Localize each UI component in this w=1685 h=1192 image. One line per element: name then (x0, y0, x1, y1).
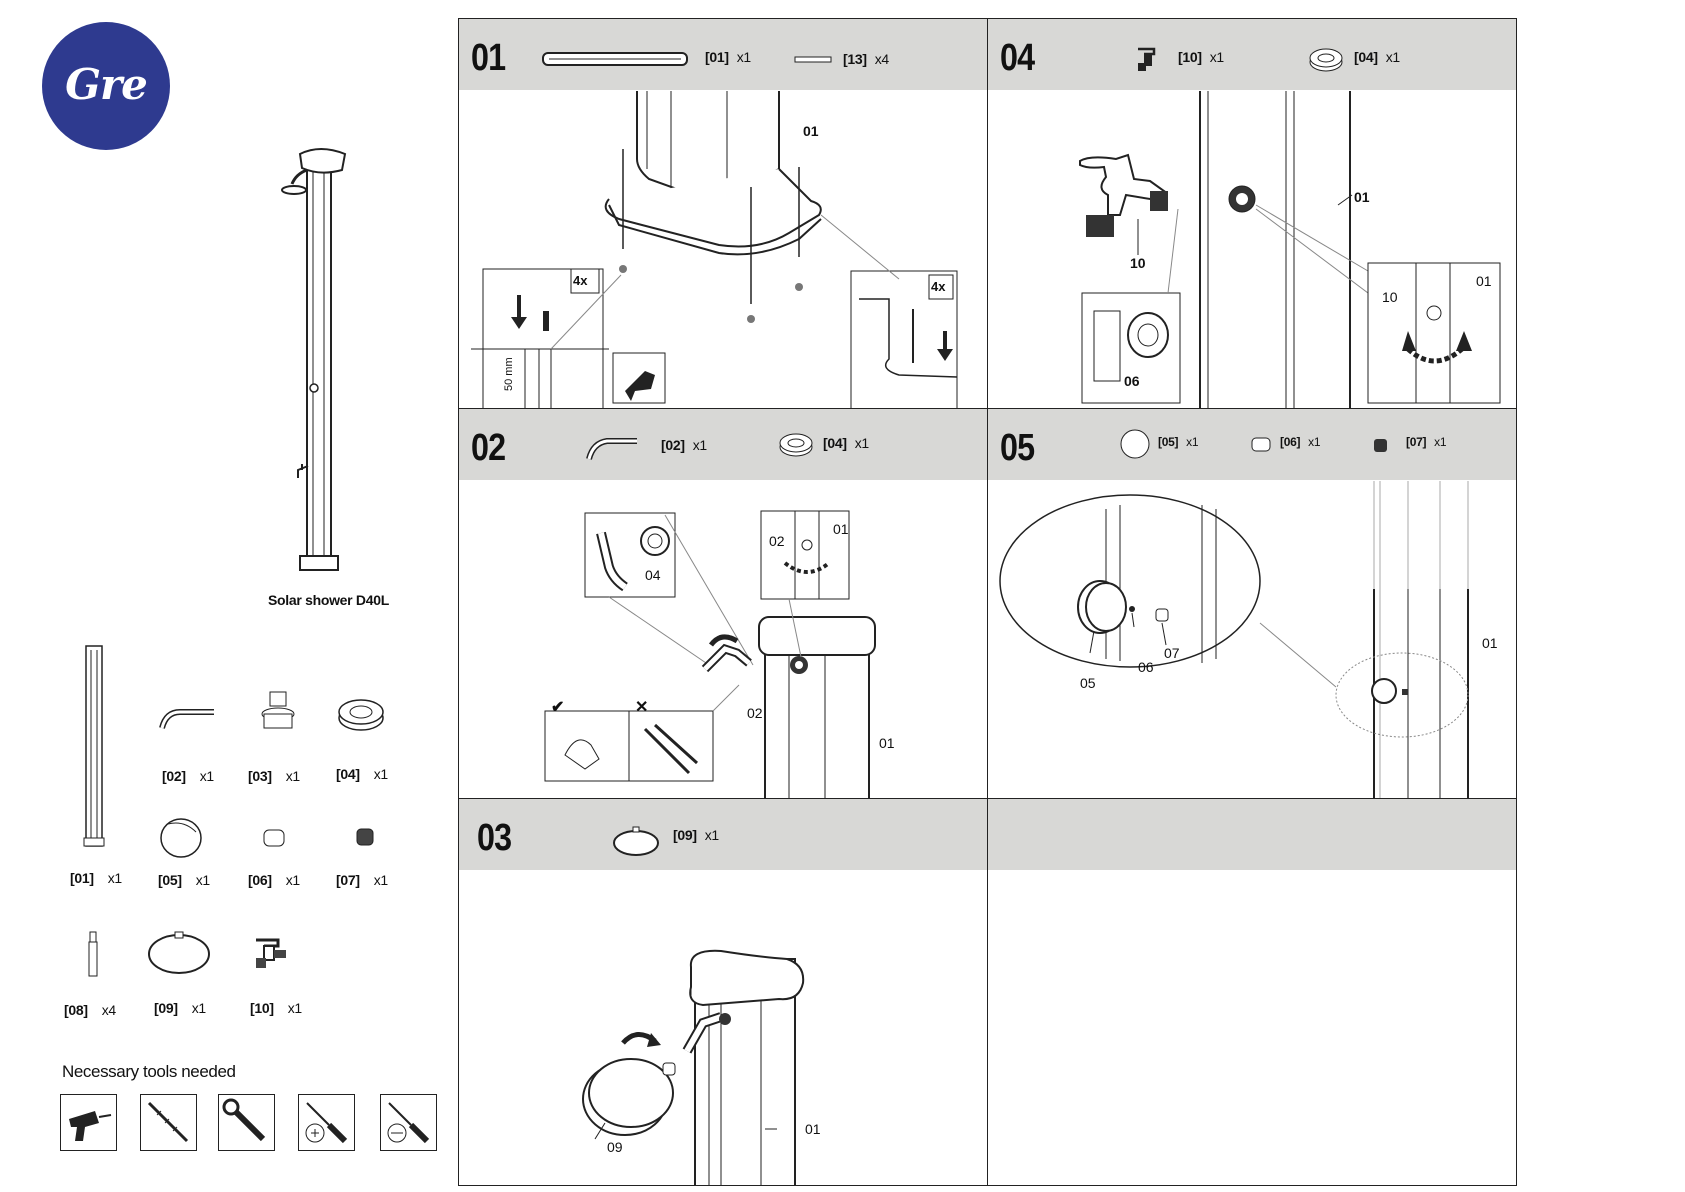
step-04-tap-diagram (988, 19, 1517, 409)
part-label-07: [07]x1 (336, 872, 388, 888)
step-04-callout-06: 06 (1124, 373, 1140, 389)
solar-shower-illustration (280, 148, 350, 578)
step-01-callout-part: 01 (803, 123, 819, 139)
part-label-02: [02]x1 (162, 768, 214, 784)
step-04-callout-10b: 10 (1382, 289, 1398, 305)
step-04-callout-01b: 01 (1476, 273, 1492, 289)
drill-icon (60, 1094, 117, 1151)
part-10-illustration (250, 934, 290, 974)
step-02-ok-mark: ✔ (551, 697, 564, 717)
step-02-callout-02a: 02 (769, 533, 785, 549)
step-03-showerhead-diagram (459, 799, 988, 1186)
step-05-callout-05: 05 (1080, 675, 1096, 691)
part-label-10: [10]x1 (250, 1000, 302, 1016)
part-label-03: [03]x1 (248, 768, 300, 784)
part-07-illustration (354, 826, 376, 848)
step-04-callout-10a: 10 (1130, 255, 1146, 271)
step-02-callout-01b: 01 (879, 735, 895, 751)
part-06-illustration (260, 826, 288, 850)
part-label-04: [04]x1 (336, 766, 388, 782)
empty-panel (987, 798, 1517, 1186)
part-05-illustration (158, 816, 204, 860)
part-09-illustration (146, 930, 212, 976)
step-02-panel: 02 [02]x1 [04]x1 ✔ ✕ 0 (458, 408, 988, 799)
part-03-illustration (258, 690, 298, 736)
step-02-callout-04: 04 (645, 567, 661, 583)
wrench-icon (218, 1094, 275, 1151)
part-label-09: [09]x1 (154, 1000, 206, 1016)
step-01-base-diagram (459, 19, 988, 409)
step-05-callout-06: 06 (1138, 659, 1154, 675)
flat-screwdriver-icon (380, 1094, 437, 1151)
part-label-08: [08]x4 (64, 1002, 116, 1018)
step-04-callout-01a: 01 (1354, 189, 1370, 205)
part-label-05: [05]x1 (158, 872, 210, 888)
brand-logo: Gre (42, 22, 170, 150)
step-05-panel: 05 [05]x1 [06]x1 [07]x1 07 06 05 01 (987, 408, 1517, 799)
step-01-callout-qty-right: 4x (931, 279, 945, 294)
step-03-panel: 03 [09]x1 09 01 (458, 798, 988, 1186)
product-name: Solar shower D40L (268, 592, 389, 608)
step-03-callout-01: 01 (805, 1121, 821, 1137)
step-02-callout-01a: 01 (833, 521, 849, 537)
tools-title: Necessary tools needed (62, 1062, 236, 1082)
step-02-callout-02b: 02 (747, 705, 763, 721)
empty-panel-header (988, 799, 1516, 870)
step-05-cap-diagram (988, 409, 1517, 799)
phillips-screwdriver-icon (298, 1094, 355, 1151)
part-label-06: [06]x1 (248, 872, 300, 888)
step-05-callout-07: 07 (1164, 645, 1180, 661)
part-label-01: [01]x1 (70, 870, 122, 886)
step-02-elbow-diagram (459, 409, 988, 799)
drill-bit-icon (140, 1094, 197, 1151)
brand-logo-text: Gre (42, 60, 170, 109)
step-05-callout-01: 01 (1482, 635, 1498, 651)
step-01-panel: 01 [01]x1 [13]x4 01 4x 4 (458, 18, 988, 409)
step-01-callout-qty-left: 4x (573, 273, 587, 288)
step-03-callout-09: 09 (607, 1139, 623, 1155)
part-01-illustration (82, 642, 106, 852)
step-04-panel: 04 [10]x1 [04]x1 10 06 (987, 18, 1517, 409)
part-04-illustration (336, 696, 386, 734)
step-02-no-mark: ✕ (635, 697, 648, 717)
part-02-illustration (158, 704, 218, 734)
part-08-illustration (86, 930, 100, 980)
step-01-callout-depth: 50 mm (503, 357, 515, 391)
